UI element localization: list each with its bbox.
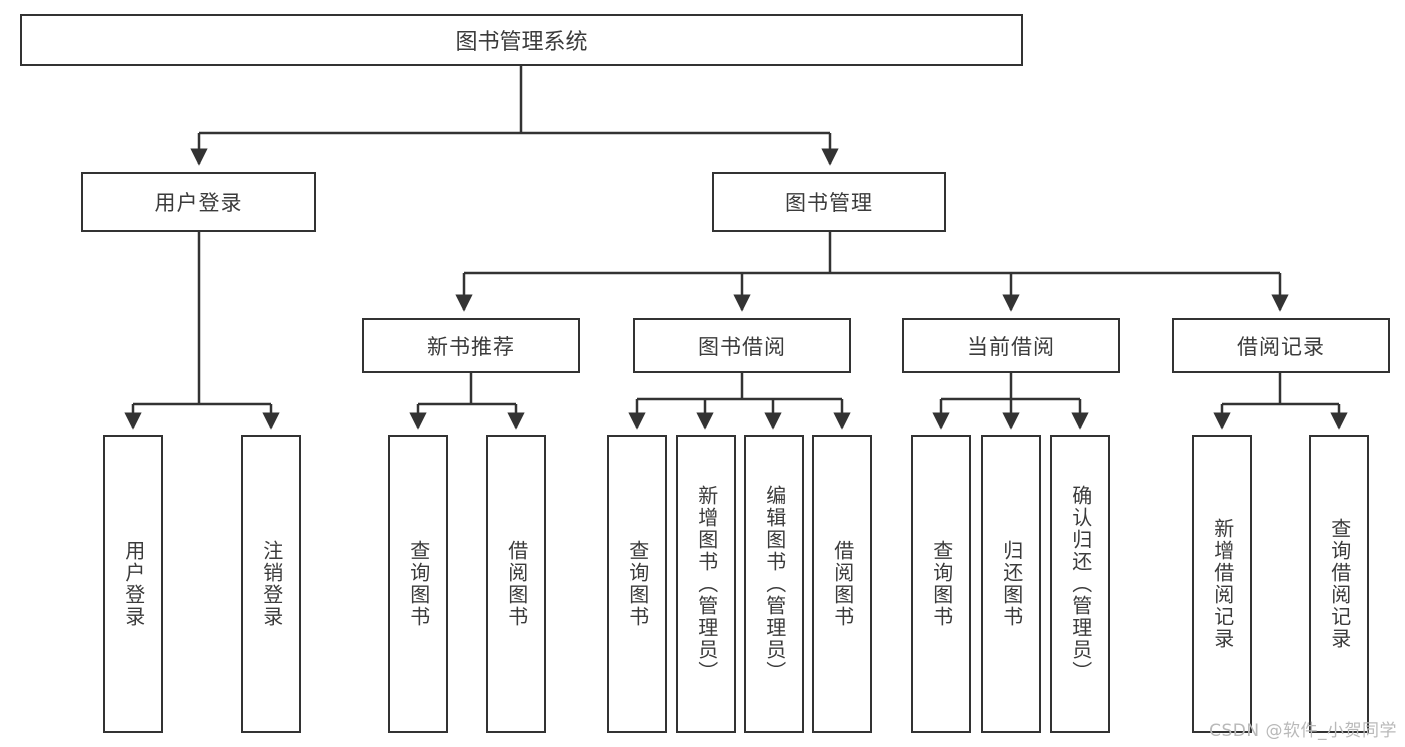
leaf-label: 查询图书 bbox=[625, 540, 650, 628]
leaf-current-borrow-return-book[interactable]: 归还图书 bbox=[981, 435, 1041, 733]
leaf-book-borrow-query-book[interactable]: 查询图书 bbox=[607, 435, 667, 733]
leaf-book-borrow-edit-book-admin[interactable]: 编辑图书（管理员） bbox=[744, 435, 804, 733]
leaf-label: 注销登录 bbox=[259, 540, 284, 628]
node-borrow-record[interactable]: 借阅记录 bbox=[1172, 318, 1390, 373]
node-book-borrow[interactable]: 图书借阅 bbox=[633, 318, 851, 373]
leaf-label: 借阅图书 bbox=[504, 540, 529, 628]
leaf-user-login-login[interactable]: 用户登录 bbox=[103, 435, 163, 733]
node-label: 当前借阅 bbox=[967, 334, 1055, 359]
node-new-book-recommend[interactable]: 新书推荐 bbox=[362, 318, 580, 373]
leaf-label: 编辑图书（管理员） bbox=[762, 485, 787, 683]
leaf-borrow-record-query-record[interactable]: 查询借阅记录 bbox=[1309, 435, 1369, 733]
leaf-current-borrow-query-book[interactable]: 查询图书 bbox=[911, 435, 971, 733]
node-label: 图书管理 bbox=[785, 191, 873, 215]
leaf-label: 归还图书 bbox=[999, 540, 1024, 628]
node-label: 新书推荐 bbox=[427, 334, 515, 359]
leaf-current-borrow-confirm-return-admin[interactable]: 确认归还（管理员） bbox=[1050, 435, 1110, 733]
csdn-watermark: CSDN @软件_小贺同学 bbox=[1209, 721, 1397, 741]
leaf-borrow-record-add-record[interactable]: 新增借阅记录 bbox=[1192, 435, 1252, 733]
leaf-label: 查询图书 bbox=[929, 540, 954, 628]
node-label: 图书管理系统 bbox=[455, 30, 588, 55]
leaf-label: 新增图书（管理员） bbox=[694, 485, 719, 683]
leaf-label: 新增借阅记录 bbox=[1210, 518, 1235, 650]
node-label: 借阅记录 bbox=[1237, 334, 1325, 359]
leaf-label: 借阅图书 bbox=[830, 540, 855, 628]
leaf-user-login-logout[interactable]: 注销登录 bbox=[241, 435, 301, 733]
node-label: 用户登录 bbox=[154, 191, 243, 215]
leaf-label: 确认归还（管理员） bbox=[1068, 485, 1093, 683]
node-label: 图书借阅 bbox=[698, 334, 786, 359]
node-user-login[interactable]: 用户登录 bbox=[81, 172, 316, 232]
leaf-new-book-borrow-book[interactable]: 借阅图书 bbox=[486, 435, 546, 733]
leaf-label: 用户登录 bbox=[121, 540, 146, 628]
leaf-book-borrow-borrow-book[interactable]: 借阅图书 bbox=[812, 435, 872, 733]
leaf-new-book-query-book[interactable]: 查询图书 bbox=[388, 435, 448, 733]
node-book-management[interactable]: 图书管理 bbox=[712, 172, 946, 232]
leaf-label: 查询图书 bbox=[406, 540, 431, 628]
leaf-label: 查询借阅记录 bbox=[1327, 518, 1352, 650]
leaf-book-borrow-add-book-admin[interactable]: 新增图书（管理员） bbox=[676, 435, 736, 733]
node-current-borrow[interactable]: 当前借阅 bbox=[902, 318, 1120, 373]
node-root-book-management-system[interactable]: 图书管理系统 bbox=[20, 14, 1023, 66]
